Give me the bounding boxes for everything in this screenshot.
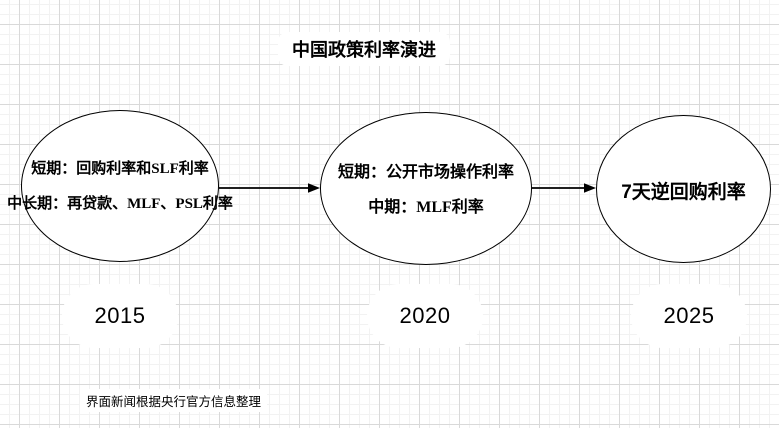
year-label-2025: 2025 [631,284,747,348]
node-2015-line1: 短期：回购利率和SLF利率 [31,161,209,177]
node-2015-ellipse: 短期：回购利率和SLF利率 中长期：再贷款、MLF、PSL利率 [7,110,233,262]
node-2020-ellipse: 短期：公开市场操作利率 中期：MLF利率 [320,112,532,265]
year-label-2020: 2020 [367,284,483,348]
diagram-title: 中国政策利率演进 [278,32,450,66]
source-note: 界面新闻根据央行官方信息整理 [80,389,268,412]
node-2020-line1: 短期：公开市场操作利率 [337,164,515,181]
node-2020-line2: 中期：MLF利率 [368,199,484,216]
arrow-2015-to-2020 [219,183,320,193]
node-2025-line1: 7天逆回购利率 [621,182,746,203]
year-label-2015: 2015 [62,284,178,348]
node-2025-ellipse: 7天逆回购利率 [596,115,771,263]
node-2015-line2: 中长期：再贷款、MLF、PSL利率 [7,196,233,212]
arrow-2020-to-2025 [532,183,596,193]
